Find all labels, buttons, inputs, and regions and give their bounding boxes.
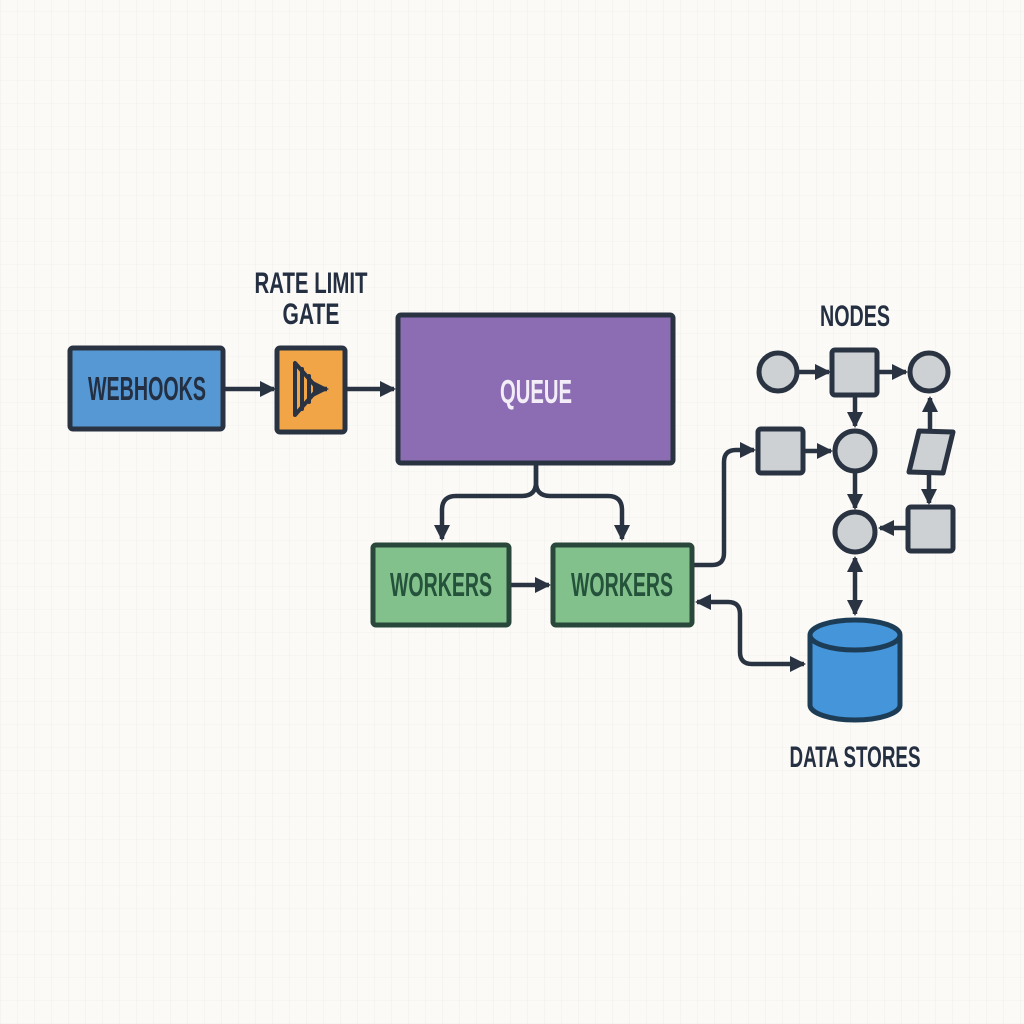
queue-label: QUEUE: [500, 373, 572, 410]
webhooks-label: WEBHOOKS: [88, 370, 206, 407]
node-circle-bottom: [832, 509, 878, 555]
nodes-cluster: [755, 347, 956, 555]
gate-funnel-icon: [293, 361, 329, 417]
node-parallelogram: [906, 428, 956, 476]
rate-limit-gate-label-line2: GATE: [283, 298, 340, 331]
queue-box: [395, 312, 676, 466]
node-circle-top-left: [756, 350, 800, 394]
workers-right-label: WORKERS: [571, 566, 673, 603]
edge-workers-right-datastores-bidirectional: [695, 594, 806, 672]
node-circle-mid: [832, 428, 878, 474]
node-square-mid-left: [755, 426, 806, 476]
data-stores-cylinder: [807, 617, 903, 723]
webhooks-box: [67, 345, 226, 432]
data-stores-cylinder-top: [807, 617, 903, 653]
node-square-bottom-right: [905, 504, 956, 554]
data-stores-cylinder-body: [807, 635, 903, 723]
workers-right-box: [550, 542, 695, 628]
data-stores-label: DATA STORES: [790, 741, 921, 774]
edges: [223, 364, 938, 672]
gate-triangle-icon: [293, 361, 320, 417]
edge-workers-right-to-nodes: [692, 442, 756, 568]
workers-left-label: WORKERS: [390, 566, 492, 603]
rate-limit-gate-label-line1: RATE LIMIT: [255, 267, 368, 300]
nodes-label: NODES: [820, 300, 890, 333]
edge-queue-to-workers-left: [434, 463, 539, 541]
node-square-top: [829, 347, 880, 398]
node-circle-top-right: [907, 350, 951, 394]
edge-queue-to-workers-right: [533, 463, 630, 541]
workers-left-box: [370, 542, 512, 628]
